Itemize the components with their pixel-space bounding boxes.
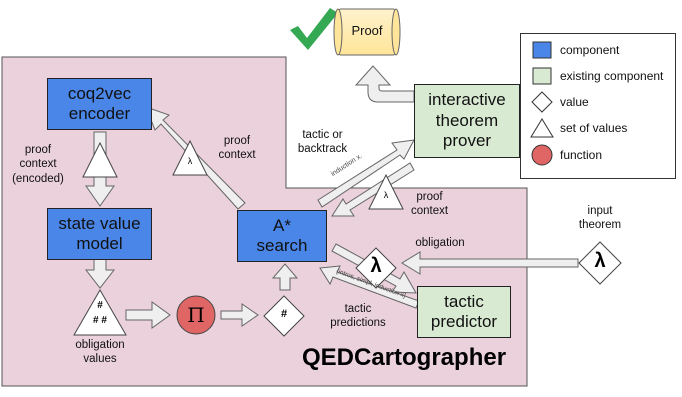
proof-context-top-label: proof context	[218, 135, 256, 162]
encoded-context-triangle	[82, 141, 118, 178]
legend-component-label: component	[560, 43, 620, 57]
values-hash-bottom: # #	[93, 315, 107, 326]
legend-set-triangle	[530, 118, 554, 138]
arrow-itp-to-proof	[354, 65, 415, 103]
coq2vec-encoder: coq2vec encoder	[47, 78, 152, 130]
arrow-statevalue-to-values	[84, 257, 116, 289]
legend-function-circle	[531, 144, 553, 166]
interactive-theorem-prover: interactive theorem prover	[414, 84, 520, 158]
legend-value-diamond	[531, 91, 553, 113]
tactic-predictor: tactic predictor	[417, 286, 511, 338]
arrow-values-to-pi	[125, 301, 171, 329]
pi-symbol: Π	[187, 303, 205, 327]
lambda-symbol: λ	[370, 255, 382, 277]
input-lambda-symbol: λ	[594, 250, 606, 272]
proof-context-encoded-label: proof context (encoded)	[12, 144, 64, 185]
arrow-predictor-to-astar	[319, 265, 420, 309]
input-theorem-label: input theorem	[578, 205, 622, 232]
state-value-model: state value model	[47, 208, 152, 260]
legend-component-swatch	[532, 41, 552, 59]
lambda-diamond	[355, 247, 397, 289]
context-lambda-mid: λ	[383, 190, 389, 200]
obligation-label: obligation	[415, 237, 465, 249]
values-hash-top: #	[97, 300, 103, 311]
legend-value-label: value	[560, 95, 589, 109]
proof-scroll-icon	[333, 8, 401, 56]
astar-search: A* search	[237, 210, 327, 262]
arrow-input-to-lambda	[401, 251, 579, 275]
proof-context-triangle-mid	[368, 173, 404, 210]
legend-existing-label: existing component	[560, 69, 664, 83]
legend-box	[520, 33, 676, 179]
system-name-title: QEDCartographer	[302, 344, 507, 371]
tactic-predictions-label: tactic predictions	[330, 303, 386, 330]
arrow-pi-to-hash	[220, 303, 259, 327]
proof-context-triangle-top	[172, 139, 208, 176]
legend-set-label: set of values	[560, 121, 628, 135]
legend-function-label: function	[560, 148, 603, 162]
tactic-or-backtrack-label: tactic or backtrack	[297, 129, 348, 156]
obligation-values-label: obligation values	[75, 339, 125, 366]
hash-value-diamond	[263, 295, 305, 337]
input-theorem-diamond	[578, 241, 622, 285]
pi-function	[176, 295, 216, 335]
obligation-values-triangle	[73, 289, 127, 336]
arrow-astar-to-itp	[317, 139, 415, 208]
hash-symbol: #	[280, 308, 288, 320]
proof-label: Proof	[351, 23, 383, 38]
arrow-itp-to-astar	[331, 162, 415, 217]
legend-existing-swatch	[532, 67, 552, 85]
context-lambda-top: λ	[187, 156, 193, 166]
checkmark-icon	[290, 8, 338, 50]
arrow-hash-to-astar	[271, 263, 299, 291]
proof-context-mid-label: proof context	[410, 191, 449, 218]
